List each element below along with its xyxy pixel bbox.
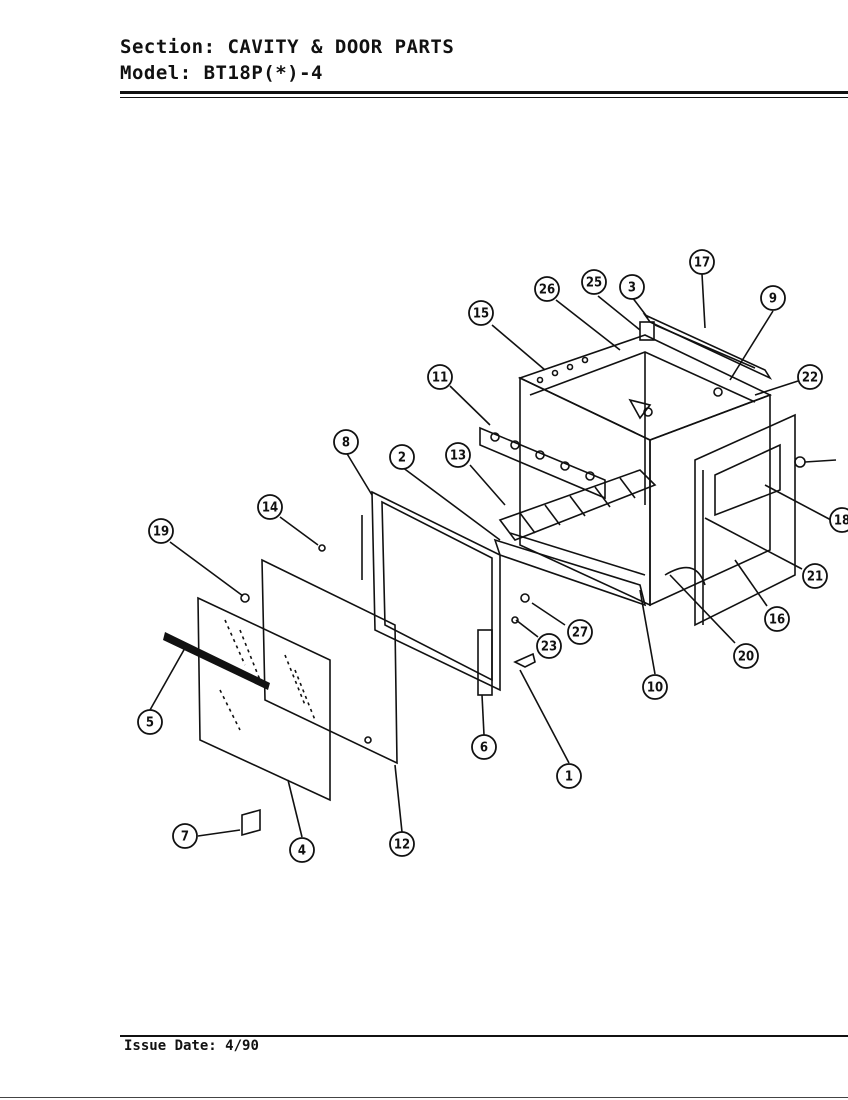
callout-circle bbox=[471, 734, 497, 760]
callout-number: 13 bbox=[450, 449, 466, 464]
model-heading: Model: BT18P(*)-4 bbox=[120, 62, 323, 84]
callout-number: 10 bbox=[647, 681, 663, 696]
section-label: Section: bbox=[120, 36, 216, 58]
door-assembly-drawing bbox=[163, 490, 536, 837]
callout-25: 25 bbox=[581, 269, 607, 295]
callout-number: 16 bbox=[769, 613, 785, 628]
callout-number: 17 bbox=[694, 256, 710, 271]
callout-circle bbox=[733, 643, 759, 669]
callout-number: 3 bbox=[628, 281, 636, 296]
callout-circle bbox=[389, 831, 415, 857]
callout-number: 20 bbox=[738, 650, 754, 665]
callout-circle bbox=[427, 364, 453, 390]
issue-date: Issue Date: 4/90 bbox=[124, 1038, 259, 1054]
callout-number: 18 bbox=[834, 514, 848, 529]
callout-circle bbox=[619, 274, 645, 300]
callout-number: 2 bbox=[398, 451, 406, 466]
callout-4: 4 bbox=[289, 837, 315, 863]
callout-circle bbox=[760, 285, 786, 311]
callout-number: 25 bbox=[586, 276, 602, 291]
callout-3: 3 bbox=[619, 274, 645, 300]
callout-circle bbox=[567, 619, 593, 645]
callout-number: 1 bbox=[565, 770, 573, 785]
callout-circle bbox=[468, 300, 494, 326]
callout-number: 27 bbox=[572, 626, 588, 641]
callout-8: 8 bbox=[333, 429, 359, 455]
callout-number: 19 bbox=[153, 525, 169, 540]
callout-18: 18 bbox=[829, 507, 848, 533]
callout-group: 1234567891011121314151617181920212223252… bbox=[137, 249, 848, 863]
callout-number: 22 bbox=[802, 371, 818, 386]
callout-number: 23 bbox=[541, 640, 557, 655]
callout-number: 21 bbox=[807, 570, 823, 585]
callout-7: 7 bbox=[172, 823, 198, 849]
callout-circle bbox=[172, 823, 198, 849]
callout-number: 7 bbox=[181, 830, 189, 845]
callout-number: 12 bbox=[394, 838, 410, 853]
model-label: Model: bbox=[120, 62, 192, 84]
page-bottom-edge bbox=[0, 1097, 848, 1098]
header-rule-thick bbox=[120, 91, 848, 94]
callout-circle bbox=[797, 364, 823, 390]
callout-13: 13 bbox=[445, 442, 471, 468]
callout-number: 14 bbox=[262, 501, 278, 516]
callout-circle bbox=[581, 269, 607, 295]
callout-circle bbox=[534, 276, 560, 302]
callout-circle bbox=[556, 763, 582, 789]
footer-rule bbox=[120, 1035, 848, 1037]
callout-circle bbox=[802, 563, 828, 589]
callout-number: 6 bbox=[480, 741, 488, 756]
callout-circle bbox=[445, 442, 471, 468]
issue-date-label: Issue Date: bbox=[124, 1038, 217, 1054]
callout-11: 11 bbox=[427, 364, 453, 390]
callout-circle bbox=[642, 674, 668, 700]
callout-19: 19 bbox=[148, 518, 174, 544]
callout-number: 15 bbox=[473, 307, 489, 322]
callout-circle bbox=[333, 429, 359, 455]
callout-circle bbox=[536, 633, 562, 659]
callout-circle bbox=[389, 444, 415, 470]
leader-lines bbox=[149, 273, 837, 838]
callout-number: 26 bbox=[539, 283, 555, 298]
callout-number: 5 bbox=[146, 716, 154, 731]
callout-23: 23 bbox=[536, 633, 562, 659]
callout-6: 6 bbox=[471, 734, 497, 760]
section-heading: Section: CAVITY & DOOR PARTS bbox=[120, 36, 454, 58]
callout-26: 26 bbox=[534, 276, 560, 302]
callout-17: 17 bbox=[689, 249, 715, 275]
callout-number: 8 bbox=[342, 436, 350, 451]
callout-15: 15 bbox=[468, 300, 494, 326]
oven-cavity-drawing bbox=[479, 313, 806, 627]
callout-circle bbox=[148, 518, 174, 544]
callout-14: 14 bbox=[257, 494, 283, 520]
callout-number: 11 bbox=[432, 371, 448, 386]
callout-circle bbox=[829, 507, 848, 533]
callout-22: 22 bbox=[797, 364, 823, 390]
callout-number: 9 bbox=[769, 292, 777, 307]
section-value: CAVITY & DOOR PARTS bbox=[227, 36, 455, 58]
callout-27: 27 bbox=[567, 619, 593, 645]
header-rule-thin bbox=[120, 97, 848, 98]
callout-circle bbox=[137, 709, 163, 735]
callout-10: 10 bbox=[642, 674, 668, 700]
callout-20: 20 bbox=[733, 643, 759, 669]
callout-circle bbox=[764, 606, 790, 632]
callout-5: 5 bbox=[137, 709, 163, 735]
model-value: BT18P(*)-4 bbox=[203, 62, 323, 84]
callout-9: 9 bbox=[760, 285, 786, 311]
callout-circle bbox=[257, 494, 283, 520]
callout-circle bbox=[689, 249, 715, 275]
callout-1: 1 bbox=[556, 763, 582, 789]
callout-16: 16 bbox=[764, 606, 790, 632]
callout-circle bbox=[289, 837, 315, 863]
callout-number: 4 bbox=[298, 844, 306, 859]
callout-2: 2 bbox=[389, 444, 415, 470]
callout-21: 21 bbox=[802, 563, 828, 589]
issue-date-value: 4/90 bbox=[225, 1038, 259, 1054]
callout-12: 12 bbox=[389, 831, 415, 857]
